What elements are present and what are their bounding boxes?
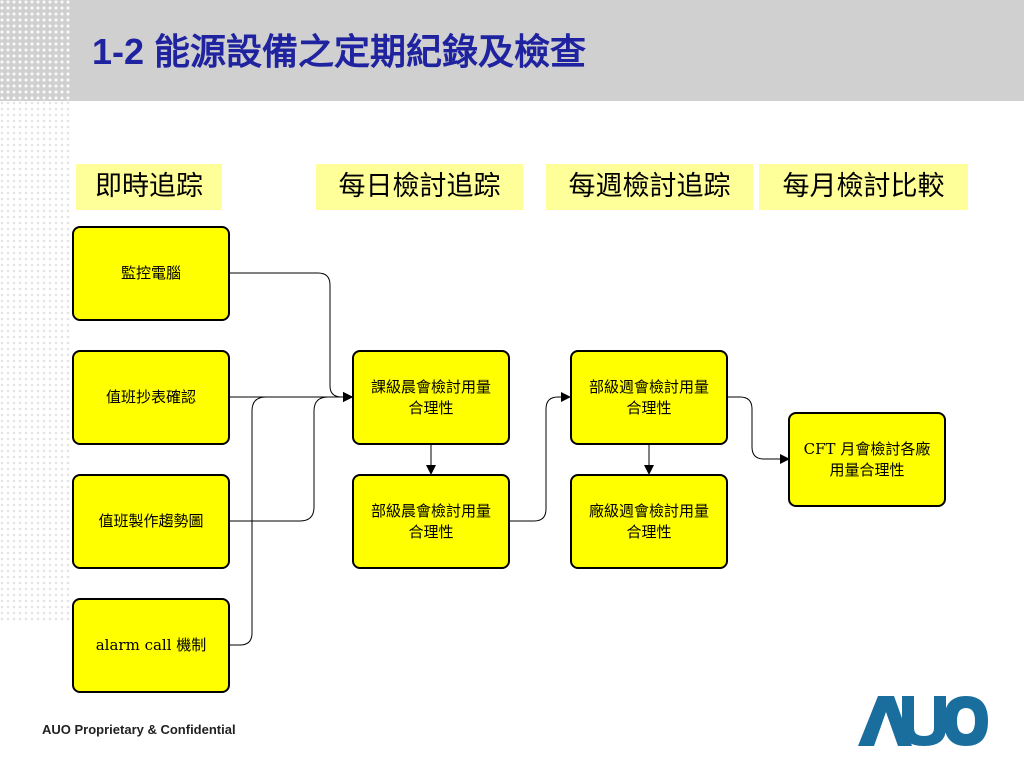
box-dept-morning-meeting-label: 部級晨會檢討用量 合理性: [370, 501, 491, 541]
column-header-realtime: 即時追踪: [76, 164, 222, 210]
box-dept-morning-meeting: 部級晨會檢討用量 合理性: [352, 474, 510, 569]
column-header-weekly: 每週檢討追踪: [546, 164, 753, 210]
box-dept-weekly-meeting-label: 部級週會檢討用量 合理性: [588, 377, 709, 417]
box-cft-monthly-meeting-label: CFT 月會檢討各廠 用量合理性: [803, 439, 931, 479]
box-section-morning-meeting-label: 課級晨會檢討用量 合理性: [370, 377, 491, 417]
box-duty-record-check: 值班抄表確認: [72, 350, 230, 445]
title-text: 能源設備之定期紀錄及檢查: [154, 31, 587, 73]
connector-lines: [230, 272, 790, 646]
connector-dept-morning-to-dept-weekly: [510, 392, 571, 522]
footer-confidential: AUO Proprietary & Confidential: [42, 722, 236, 737]
box-dept-weekly-meeting: 部級週會檢討用量 合理性: [570, 350, 728, 445]
box-alarm-call-label: alarm call 機制: [95, 636, 207, 654]
column-header-monthly: 每月檢討比較: [759, 164, 968, 210]
box-duty-trend-chart: 值班製作趨勢圖: [72, 474, 230, 569]
box-section-morning-meeting: 課級晨會檢討用量 合理性: [352, 350, 510, 445]
box-monitor-computer: 監控電腦: [72, 226, 230, 321]
box-duty-record-check-label: 值班抄表確認: [105, 388, 196, 406]
box-monitor-computer-label: 監控電腦: [120, 264, 181, 282]
connector-trend-to-section: [230, 392, 353, 522]
column-header-daily: 每日檢討追踪: [316, 164, 523, 210]
box-plant-weekly-meeting-label: 廠級週會檢討用量 合理性: [588, 501, 709, 541]
connector-dept-weekly-to-cft: [728, 396, 790, 464]
auo-logo: [858, 696, 988, 746]
connector-monitor-to-section: [230, 272, 353, 402]
box-alarm-call: alarm call 機制: [72, 598, 230, 693]
box-duty-trend-chart-label: 值班製作趨勢圖: [98, 512, 204, 530]
connector-alarm-to-section: [230, 392, 353, 646]
side-dot-pattern: [0, 101, 72, 621]
box-plant-weekly-meeting: 廠級週會檢討用量 合理性: [570, 474, 728, 569]
title-number: 1-2: [92, 31, 145, 72]
box-cft-monthly-meeting: CFT 月會檢討各廠 用量合理性: [788, 412, 946, 507]
header-dot-pattern: [0, 0, 72, 101]
